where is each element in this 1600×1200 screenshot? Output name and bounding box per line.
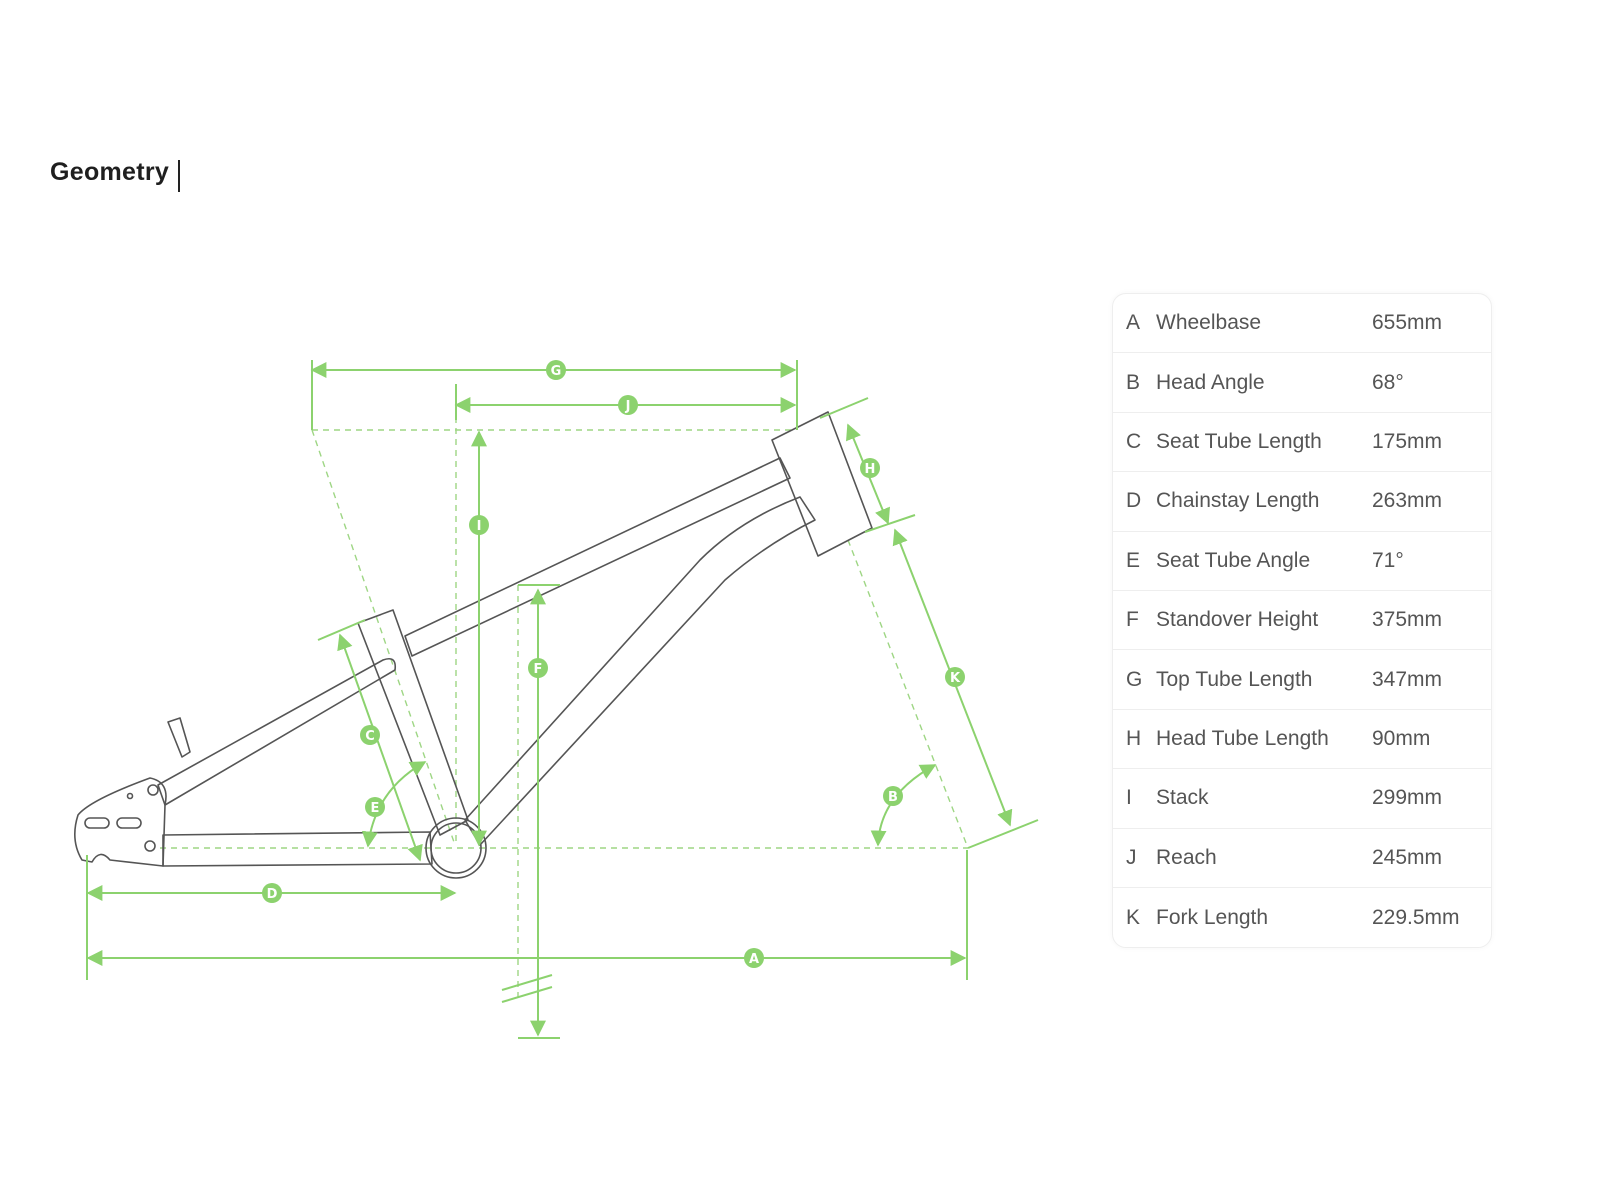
spec-name: Seat Tube Angle <box>1156 548 1311 572</box>
spec-value: 229.5mm <box>1372 905 1460 929</box>
badge-f-text: F <box>534 662 543 677</box>
table-row: G Top Tube Length 347mm <box>1113 650 1491 710</box>
dimension-badges: G J I F H K C E B D A <box>262 360 965 968</box>
badge-d-text: D <box>267 887 278 902</box>
rear-dropout <box>74 777 167 867</box>
spec-letter: D <box>1126 489 1142 513</box>
badge-d: D <box>262 883 282 903</box>
down-tube <box>464 496 816 846</box>
badge-e-text: E <box>371 801 380 816</box>
frame-geometry-diagram: G J I F H K C E B D A <box>74 360 1039 1039</box>
table-row: I Stack 299mm <box>1113 769 1491 829</box>
dimension-lines <box>86 360 1039 1039</box>
head-tube <box>771 411 873 557</box>
spec-name: Seat Tube Length <box>1156 429 1322 453</box>
badge-i-text: I <box>477 519 482 534</box>
table-row: H Head Tube Length 90mm <box>1113 710 1491 770</box>
badge-f: F <box>528 658 548 678</box>
page-title: Geometry <box>50 158 170 186</box>
badge-c-text: C <box>365 729 375 744</box>
badge-k-text: K <box>950 671 961 686</box>
spec-value: 655mm <box>1372 311 1443 335</box>
table-row: E Seat Tube Angle 71° <box>1113 532 1491 591</box>
spec-letter: B <box>1126 370 1141 394</box>
bottom-bracket-inner <box>430 822 482 874</box>
spec-name: Fork Length <box>1156 905 1269 929</box>
spec-letter: K <box>1126 905 1141 929</box>
text-caret <box>178 160 180 192</box>
spec-name: Head Tube Length <box>1156 726 1329 750</box>
spec-name: Wheelbase <box>1156 311 1262 335</box>
spec-letter: A <box>1126 311 1141 335</box>
guide-lines <box>160 395 969 1000</box>
spec-value: 299mm <box>1372 786 1443 810</box>
dim-b-arc <box>870 764 937 847</box>
table-row: A Wheelbase 655mm <box>1113 294 1491 354</box>
table-row: J Reach 245mm <box>1113 829 1491 888</box>
table-row: B Head Angle 68° <box>1113 353 1491 413</box>
spec-name: Top Tube Length <box>1156 667 1313 691</box>
badge-e: E <box>365 797 385 817</box>
badge-a-text: A <box>749 952 759 967</box>
spec-value: 263mm <box>1372 489 1443 513</box>
badge-g: G <box>546 360 566 380</box>
spec-value: 375mm <box>1372 608 1443 632</box>
badge-k: K <box>945 667 965 687</box>
spec-letter: E <box>1126 548 1141 572</box>
spec-value: 245mm <box>1372 845 1443 869</box>
dim-e-arc <box>361 761 427 848</box>
badge-j-text: J <box>625 399 631 414</box>
spec-name: Standover Height <box>1156 608 1319 632</box>
spec-letter: I <box>1126 786 1132 810</box>
bike-frame <box>74 411 873 879</box>
spec-name: Head Angle <box>1156 370 1265 394</box>
top-tube <box>404 457 791 657</box>
bottom-bracket-outer <box>425 817 487 879</box>
geometry-spec-table: A Wheelbase 655mm B Head Angle 68° C Sea… <box>1112 293 1492 949</box>
table-row: F Standover Height 375mm <box>1113 591 1491 651</box>
badge-h: H <box>860 458 880 478</box>
badge-h-text: H <box>865 462 876 477</box>
badge-i: I <box>469 515 489 535</box>
spec-letter: C <box>1126 429 1142 453</box>
spec-value: 71° <box>1372 548 1404 572</box>
spec-letter: J <box>1126 845 1137 869</box>
badge-g-text: G <box>551 364 562 379</box>
spec-value: 90mm <box>1372 726 1431 750</box>
badge-j: J <box>618 395 638 415</box>
dim-c-line <box>337 633 423 862</box>
table-row: K Fork Length 229.5mm <box>1113 888 1491 947</box>
brake-post <box>167 717 191 758</box>
seat-stay <box>157 657 397 806</box>
spec-name: Reach <box>1156 845 1217 869</box>
badge-b-text: B <box>888 790 898 805</box>
table-row: D Chainstay Length 263mm <box>1113 472 1491 532</box>
spec-value: 175mm <box>1372 429 1443 453</box>
spec-letter: F <box>1126 608 1139 632</box>
badge-c: C <box>360 725 380 745</box>
spec-letter: G <box>1126 667 1143 691</box>
badge-b: B <box>883 786 903 806</box>
spec-name: Chainstay Length <box>1156 489 1320 513</box>
spec-value: 347mm <box>1372 667 1443 691</box>
spec-letter: H <box>1126 726 1142 750</box>
spec-name: Stack <box>1156 786 1209 810</box>
spec-value: 68° <box>1372 370 1404 394</box>
badge-a: A <box>744 948 764 968</box>
table-row: C Seat Tube Length 175mm <box>1113 413 1491 473</box>
chainstay <box>162 831 433 867</box>
